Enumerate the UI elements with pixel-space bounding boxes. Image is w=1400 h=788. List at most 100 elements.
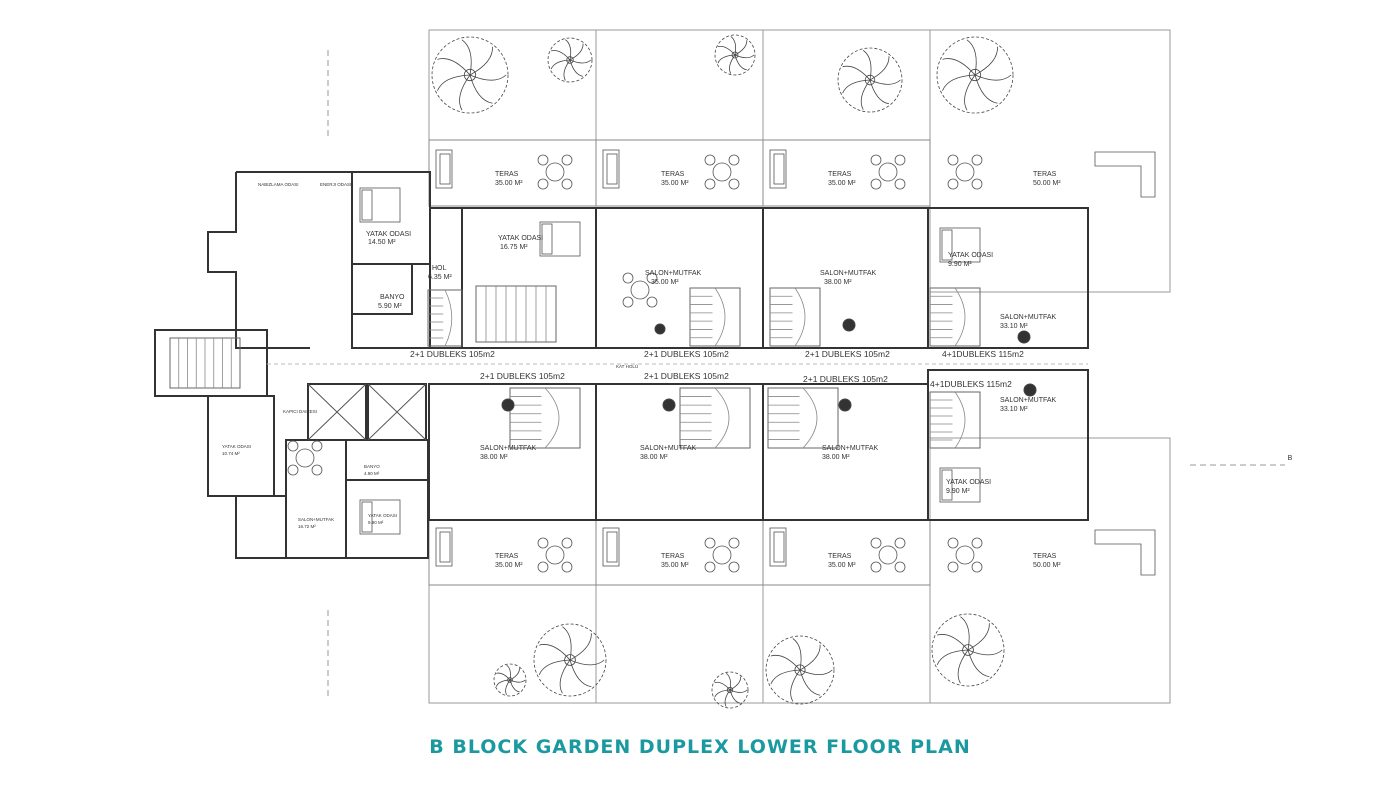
bed-icon <box>359 187 401 223</box>
living-label-b2: SALON+MUTFAK <box>640 445 697 452</box>
teras-area-t4: 50.00 M² <box>1033 180 1061 187</box>
unit-number-6: 6 <box>1021 332 1026 342</box>
unit-label-t4: 4+1DUBLEKS 115m2 <box>942 349 1024 359</box>
teras-label-b3: TERAS <box>828 553 852 560</box>
bedroom-area-3: 9.90 M² <box>948 261 972 268</box>
unit-number-3: 3 <box>666 400 671 410</box>
teras-label-t3: TERAS <box>828 171 852 178</box>
unit-top-2 <box>595 207 764 349</box>
table-icon <box>870 537 906 573</box>
table-icon <box>704 537 740 573</box>
living-area-t4: 33.10 M² <box>1000 323 1028 330</box>
unit-label-t1: 2+1 DUBLEKS 105m2 <box>410 349 495 359</box>
garden-plot-top-3 <box>762 29 931 141</box>
tree-icon <box>837 47 903 113</box>
teras-label-t1: TERAS <box>495 171 519 178</box>
garden-plot-bottom-3 <box>762 584 931 704</box>
unit-number-5: 5 <box>1027 385 1032 395</box>
table-icon <box>537 154 573 190</box>
bedroom-area-1: 14.50 M² <box>368 239 396 246</box>
tree-icon <box>533 623 607 697</box>
garden-plot-top-2 <box>595 29 764 141</box>
garden-plot-bottom-2 <box>595 584 764 704</box>
teras-area-t2: 35.00 M² <box>661 180 689 187</box>
unit-label-b3: 2+1 DUBLEKS 105m2 <box>803 374 888 384</box>
section-marker-b: B <box>1288 455 1293 462</box>
elevator-1 <box>307 383 367 441</box>
tree-icon <box>936 36 1014 114</box>
sofa-icon <box>602 149 620 189</box>
living-label-t3: SALON+MUTFAK <box>820 270 877 277</box>
teras-label-t4: TERAS <box>1033 171 1057 178</box>
unit-label-t3: 2+1 DUBLEKS 105m2 <box>805 349 890 359</box>
table-icon <box>287 440 323 476</box>
living-label-b4: SALON+MUTFAK <box>1000 397 1057 404</box>
bedroom-label-3: YATAK ODASI <box>948 252 993 259</box>
nabiz-label: NABIZLAMA ODASI <box>258 182 299 187</box>
unit-bottom-4 <box>927 369 1089 521</box>
unit-number-8: 8 <box>658 327 662 334</box>
bedroom-label-2: YATAK ODASI <box>498 235 543 242</box>
teras-label-t2: TERAS <box>661 171 685 178</box>
small-living-label: SALON+MUTFAK <box>298 517 334 522</box>
bed-icon <box>539 221 581 257</box>
corner-sofa-icon <box>1094 529 1156 576</box>
sofa-icon <box>435 149 453 189</box>
bedroom-label-4: YATAK ODASI <box>946 479 991 486</box>
teras-area-b2: 35.00 M² <box>661 562 689 569</box>
living-area-b3: 38.00 M² <box>822 454 850 461</box>
sofa-icon <box>435 527 453 567</box>
teras-label-b2: TERAS <box>661 553 685 560</box>
bed-icon <box>359 499 401 535</box>
unit-number-2: 2 <box>505 400 510 410</box>
small-bedroom2-area: 9.90 M² <box>368 520 384 525</box>
tree-icon <box>431 36 509 114</box>
small-living-area: 16.72 M² <box>298 524 316 529</box>
small-bath-area: 4.90 M² <box>364 471 380 476</box>
living-label-b3: SALON+MUTFAK <box>822 445 879 452</box>
unit-label-b4: 4+1DUBLEKS 115m2 <box>930 379 1012 389</box>
teras-label-b1: TERAS <box>495 553 519 560</box>
tree-icon <box>493 663 527 697</box>
bath-area: 5.90 M² <box>378 303 402 310</box>
tree-icon <box>714 34 756 76</box>
hall-area: 6.35 M² <box>428 274 452 281</box>
table-icon <box>622 272 658 308</box>
bedroom-area-4: 9.90 M² <box>946 488 970 495</box>
living-area-t3: 38.00 M² <box>824 279 852 286</box>
garden-plot-bottom-4 <box>929 437 1171 704</box>
living-area-t2: 35.00 M² <box>651 279 679 286</box>
teras-area-t1: 35.00 M² <box>495 180 523 187</box>
tree-icon <box>711 671 749 709</box>
teras-area-b1: 35.00 M² <box>495 562 523 569</box>
living-label-t2: SALON+MUTFAK <box>645 270 702 277</box>
page-title: B BLOCK GARDEN DUPLEX LOWER FLOOR PLAN <box>429 736 971 758</box>
tree-icon <box>931 613 1005 687</box>
garden-plot-top-1 <box>428 29 597 141</box>
bed-icon <box>939 467 981 503</box>
bathroom <box>351 263 413 315</box>
bedroom-label-1: YATAK ODASI <box>366 231 411 238</box>
small-bedroom2-label: YATAK ODASI <box>368 513 397 518</box>
living-area-b2: 38.00 M² <box>640 454 668 461</box>
tree-icon <box>547 37 593 83</box>
sofa-icon <box>769 527 787 567</box>
table-icon <box>947 537 983 573</box>
tree-icon <box>765 635 835 705</box>
living-area-b4: 33.10 M² <box>1000 406 1028 413</box>
bath-label: BANYO <box>380 294 405 301</box>
unit-label-b2: 2+1 DUBLEKS 105m2 <box>644 371 729 381</box>
kapici-label: KAPICI DAIRESI <box>283 409 317 414</box>
living-area-b1: 38.00 M² <box>480 454 508 461</box>
living-label-t4: SALON+MUTFAK <box>1000 314 1057 321</box>
stair-core <box>154 329 268 397</box>
unit-label-t2: 2+1 DUBLEKS 105m2 <box>644 349 729 359</box>
table-icon <box>947 154 983 190</box>
unit-label-b1: 2+1 DUBLEKS 105m2 <box>480 371 565 381</box>
sofa-icon <box>769 149 787 189</box>
bedroom-1450 <box>351 171 431 265</box>
teras-label-b4: TERAS <box>1033 553 1057 560</box>
small-bedroom-label: YATAK ODASI <box>222 444 251 449</box>
hall-label: HOL <box>432 265 447 272</box>
sofa-icon <box>602 527 620 567</box>
